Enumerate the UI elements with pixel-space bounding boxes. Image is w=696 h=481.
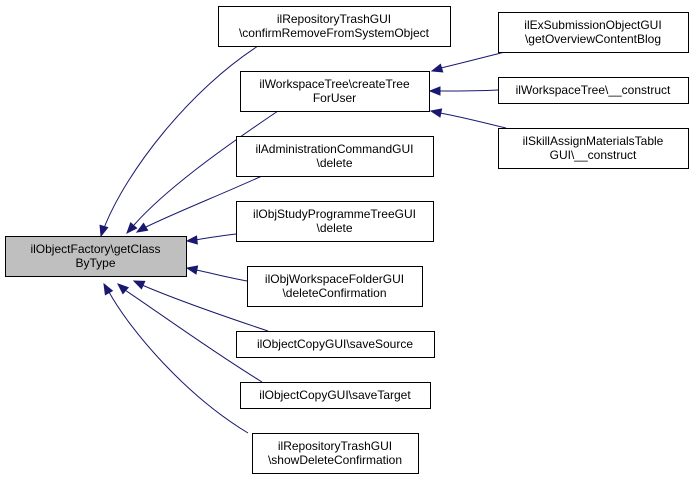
arrowhead [185,235,198,245]
edge-line [439,89,499,92]
node-box [218,6,451,47]
edge-n5-to-root [185,265,248,282]
edge-n10-to-n2 [428,86,499,96]
edge-n3-to-root [135,175,263,233]
edge-n2-to-root [126,110,279,235]
edge-n6-to-root [132,280,269,332]
node-n9[interactable]: ilExSubmissionObjectGUI\getOverviewConte… [498,12,689,53]
arrowhead [135,222,149,233]
node-n8[interactable]: ilRepositoryTrashGUI\showDeleteConfirmat… [252,433,419,474]
node-box [5,236,187,277]
node-label: \delete [316,156,352,170]
arrowhead [103,282,114,296]
arrowhead [430,63,444,73]
node-box [498,77,689,104]
node-label: ilRepositoryTrashGUI [277,12,391,26]
node-label: ilExSubmissionObjectGUI [524,18,661,32]
arrowhead [99,224,109,238]
node-label: ilObjStudyProgrammeTreeGUI [253,207,416,221]
node-box [236,331,435,358]
node-label: \confirmRemoveFromSystemObject [239,26,430,40]
node-box [498,128,689,169]
arrowhead [116,283,130,295]
node-label: \getOverviewContentBlog [525,32,661,46]
edge-line [124,289,263,383]
node-label: ilWorkspaceTree\createTree [259,77,410,91]
node-label: ForUser [313,91,356,105]
node-box [247,266,423,307]
node-label: ilObjectCopyGUI\saveSource [257,337,413,351]
node-label: ilRepositoryTrashGUI [278,439,392,453]
node-n4[interactable]: ilObjStudyProgrammeTreeGUI\delete [236,201,434,242]
edge-line [195,233,237,241]
arrowhead [428,86,441,96]
node-n7[interactable]: ilObjectCopyGUI\saveTarget [240,382,431,409]
node-n3[interactable]: ilAdministrationCommandGUI\delete [236,136,434,177]
edge-line [108,291,249,434]
edge-line [133,110,279,226]
edge-line [195,269,248,282]
edge-n4-to-root [185,233,237,245]
edge-n8-to-root [103,282,249,434]
node-box [240,382,431,409]
node-n6[interactable]: ilObjectCopyGUI\saveSource [236,331,435,358]
node-box [236,201,434,242]
edge-n9-to-n2 [430,51,506,73]
arrowhead [185,265,199,275]
node-box [240,71,430,112]
arrowhead [429,108,443,118]
edge-line [440,51,506,69]
edge-n11-to-n2 [429,108,507,129]
node-box [498,12,689,53]
node-label: \delete [316,221,352,235]
node-label: ilObjectCopyGUI\saveTarget [259,388,411,402]
node-n1[interactable]: ilRepositoryTrashGUI\confirmRemoveFromSy… [218,6,451,47]
node-box [236,136,434,177]
node-label: ilWorkspaceTree\__construct [516,83,671,97]
node-label: ilObjWorkspaceFolderGUI [265,272,404,286]
node-n5[interactable]: ilObjWorkspaceFolderGUI\deleteConfirmati… [247,266,423,307]
node-n11[interactable]: ilSkillAssignMaterialsTableGUI\__constru… [498,128,689,169]
node-label: ilSkillAssignMaterialsTable [523,134,664,148]
node-label: ByType [75,256,115,270]
edge-line [103,45,259,229]
node-label: ilAdministrationCommandGUI [255,142,413,156]
node-label: ilObjectFactory\getClass [30,242,160,256]
edge-line [141,284,269,332]
node-label: \deleteConfirmation [282,286,386,300]
edge-n1-to-root [99,45,259,238]
edges-layer [99,45,507,434]
arrowhead [126,222,138,235]
edge-n7-to-root [116,283,263,383]
edge-line [145,175,263,228]
arrowhead [132,280,146,290]
node-n10[interactable]: ilWorkspaceTree\__construct [498,77,689,104]
node-label: \showDeleteConfirmation [268,453,402,467]
node-label: GUI\__construct [550,148,637,162]
node-box [252,433,419,474]
edge-line [439,112,507,129]
